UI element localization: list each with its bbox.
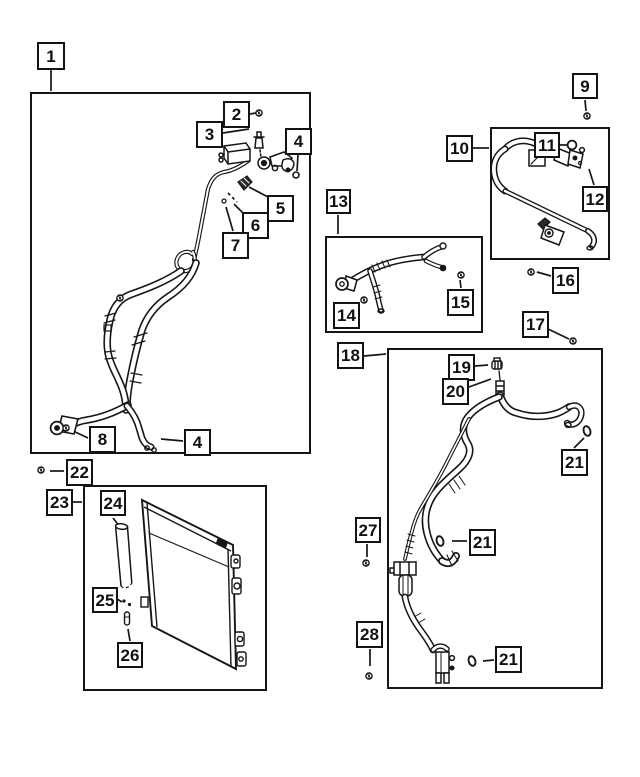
callout-28[interactable]: 28 bbox=[356, 621, 383, 648]
callout-4-top[interactable]: 4 bbox=[285, 128, 312, 155]
callout-20[interactable]: 20 bbox=[442, 378, 469, 405]
callout-19[interactable]: 19 bbox=[448, 354, 475, 381]
callout-12[interactable]: 12 bbox=[582, 186, 608, 212]
callout-6[interactable]: 6 bbox=[242, 212, 269, 239]
group-box-18 bbox=[387, 348, 603, 689]
callout-11[interactable]: 11 bbox=[534, 132, 560, 158]
callout-4-bottom[interactable]: 4 bbox=[184, 429, 211, 456]
callout-5[interactable]: 5 bbox=[267, 195, 294, 222]
callout-22[interactable]: 22 bbox=[66, 459, 93, 486]
callout-21-right[interactable]: 21 bbox=[561, 449, 588, 476]
callout-10[interactable]: 10 bbox=[446, 135, 473, 162]
callout-24[interactable]: 24 bbox=[100, 490, 126, 516]
callout-7[interactable]: 7 bbox=[222, 232, 249, 259]
callout-23[interactable]: 23 bbox=[46, 489, 73, 516]
callout-17[interactable]: 17 bbox=[522, 311, 549, 338]
callout-26[interactable]: 26 bbox=[117, 642, 143, 668]
callout-1[interactable]: 1 bbox=[37, 42, 65, 70]
callout-18[interactable]: 18 bbox=[337, 342, 364, 369]
callout-13[interactable]: 13 bbox=[326, 189, 351, 214]
callout-2[interactable]: 2 bbox=[223, 101, 250, 128]
group-box-1 bbox=[30, 92, 311, 454]
callout-8[interactable]: 8 bbox=[89, 426, 116, 453]
callout-9[interactable]: 9 bbox=[572, 73, 598, 99]
callout-14[interactable]: 14 bbox=[333, 302, 360, 329]
callout-27[interactable]: 27 bbox=[355, 517, 381, 543]
callout-21-middle[interactable]: 21 bbox=[469, 529, 496, 556]
callout-3[interactable]: 3 bbox=[196, 121, 223, 148]
callout-25[interactable]: 25 bbox=[92, 587, 118, 613]
callout-21-bottom[interactable]: 21 bbox=[495, 646, 522, 673]
callout-16[interactable]: 16 bbox=[552, 267, 579, 294]
callout-15[interactable]: 15 bbox=[447, 289, 474, 316]
